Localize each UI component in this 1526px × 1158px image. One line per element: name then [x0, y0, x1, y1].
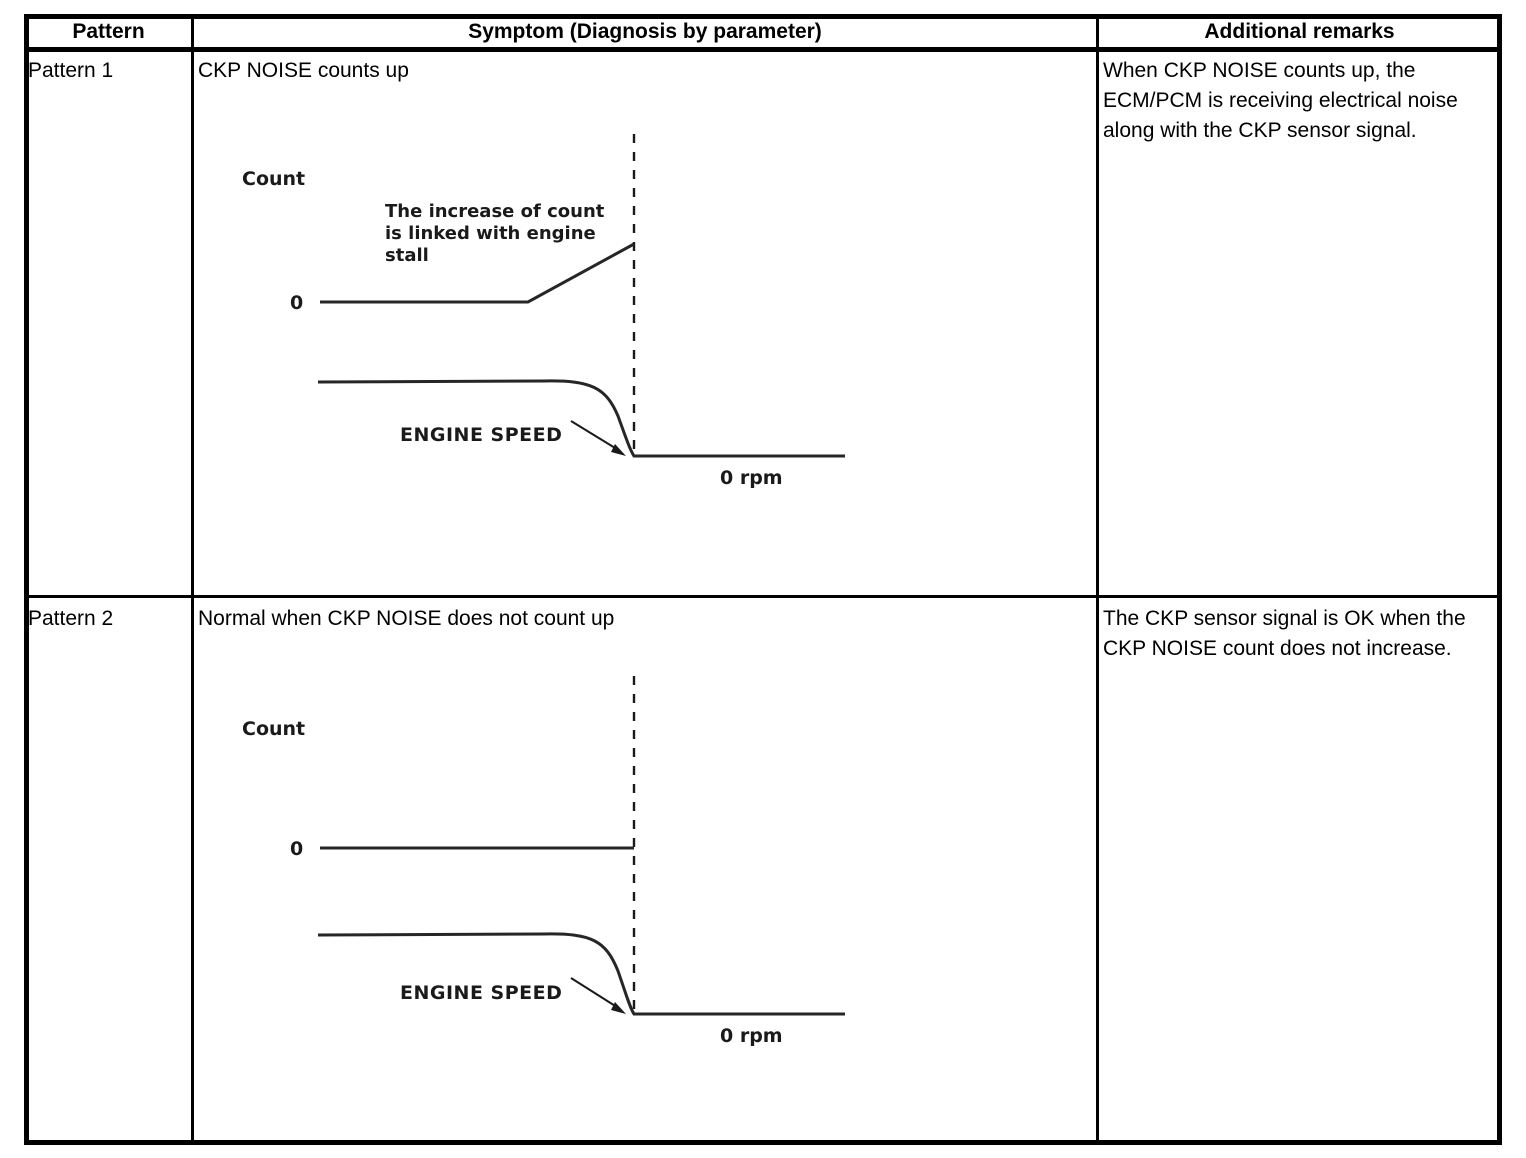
count-increase-note-line-3: stall	[385, 245, 429, 266]
engine-speed-trace-1	[317, 379, 845, 458]
engine-speed-callout-line-1	[570, 420, 621, 452]
engine-speed-callout-arrowhead-1	[611, 444, 626, 456]
engine-speed-label-2: ENGINE SPEED	[400, 982, 562, 1004]
zero-rpm-label-2: 0 rpm	[720, 1025, 783, 1047]
row-1-pattern-label: Pattern 1	[28, 59, 114, 82]
count-axis-label-2: Count	[242, 718, 305, 740]
column-header-symptom: Symptom (Diagnosis by parameter)	[468, 20, 822, 43]
table-column-divider-1	[191, 14, 194, 1145]
engine-speed-trace-2	[317, 932, 845, 1016]
count-zero-tick-label-1: 0	[290, 292, 303, 314]
zero-rpm-label-1: 0 rpm	[720, 467, 783, 489]
row-2-remarks-text: The CKP sensor signal is OK when the CKP…	[1103, 607, 1472, 660]
row-1-symptom-text: CKP NOISE counts up	[198, 59, 409, 82]
engine-speed-callout-line-2	[570, 977, 621, 1010]
row-2-pattern-label: Pattern 2	[28, 607, 114, 630]
count-increase-note-line-1: The increase of count	[385, 201, 605, 222]
table-outer-border	[24, 14, 1502, 1145]
row-2-symptom-text: Normal when CKP NOISE does not count up	[198, 607, 615, 630]
ckp-noise-count-trace-1	[320, 242, 635, 304]
pattern-1-diagram: Count 0 The increase of count is linked …	[194, 120, 1094, 520]
table-column-divider-2	[1096, 14, 1099, 1145]
column-header-additional-remarks: Additional remarks	[1204, 20, 1395, 43]
column-header-pattern: Pattern	[72, 20, 145, 43]
table-row-divider	[24, 595, 1502, 598]
pattern-2-diagram: Count 0 ENGINE SPEED 0 rpm	[194, 660, 1094, 1060]
row-1-remarks-text: When CKP NOISE counts up, the ECM/PCM is…	[1103, 59, 1464, 142]
count-axis-label-1: Count	[242, 168, 305, 190]
table-header-rule	[24, 47, 1502, 52]
count-zero-tick-label-2: 0	[290, 838, 303, 860]
engine-speed-callout-arrowhead-2	[611, 1002, 626, 1014]
count-increase-note-line-2: is linked with engine	[385, 223, 596, 244]
engine-speed-label-1: ENGINE SPEED	[400, 424, 562, 446]
